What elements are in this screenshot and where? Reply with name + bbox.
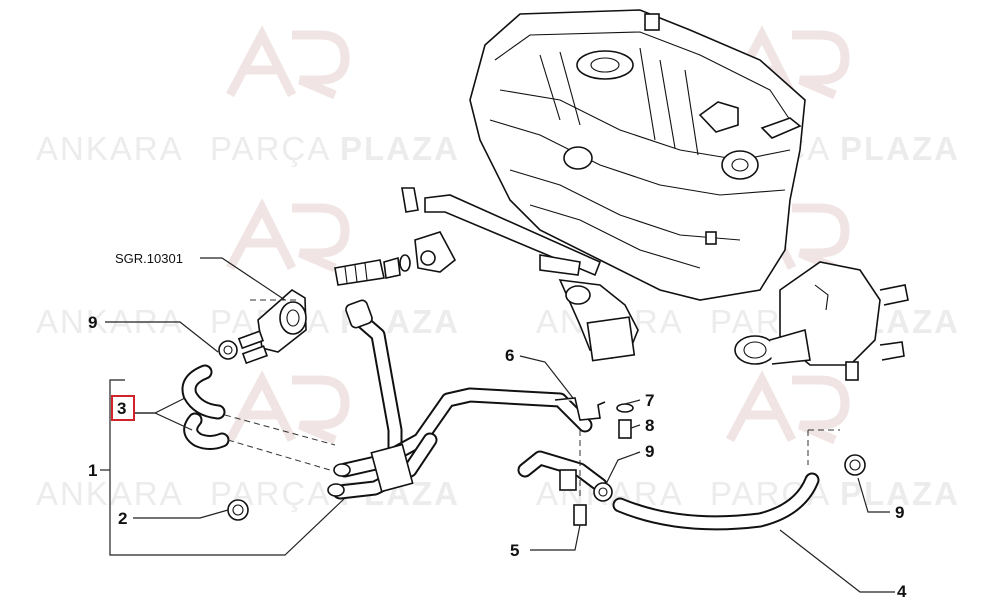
engine-block: [469, 9, 806, 301]
callout-sgr-10301: SGR.10301: [115, 251, 183, 266]
callout-9-right: 9: [895, 503, 904, 522]
wm-6-bold: PLAZA: [840, 475, 960, 512]
callout-2: 2: [118, 509, 127, 528]
callout-3: 3: [117, 399, 126, 418]
engine-ribs: [539, 47, 699, 156]
callout-5: 5: [510, 541, 519, 560]
callout-9-left: 9: [88, 313, 97, 332]
rod-assembly: [334, 187, 639, 362]
fittings: [218, 299, 866, 526]
callout-3-highlight-box: [111, 395, 135, 421]
callout-6: 6: [505, 346, 514, 365]
callout-8: 8: [645, 416, 654, 435]
callout-4: 4: [897, 582, 907, 600]
wm-1-bold: PLAZA: [340, 130, 460, 167]
watermark-text-row-3: ANKARA PARÇA PLAZA ANKARA PARÇA PLAZA: [36, 475, 960, 512]
wm-2-bold: PLAZA: [840, 130, 960, 167]
callout-9-mid: 9: [645, 442, 654, 461]
callout-1: 1: [88, 461, 97, 480]
wm-5-light: ANKARA: [36, 475, 184, 512]
thermostat-housing: [734, 261, 909, 381]
callout-leaders: [105, 257, 895, 593]
wm-1-light: ANKARA: [36, 130, 184, 167]
oil-cooler: [237, 289, 307, 365]
callout-labels: SGR.10301 9 3 1 2 6 7 8 9 5 9 4: [88, 251, 907, 600]
guide-lines: [224, 299, 840, 500]
callout-7: 7: [645, 391, 654, 410]
wm-1-mid: PARÇA: [210, 130, 331, 167]
